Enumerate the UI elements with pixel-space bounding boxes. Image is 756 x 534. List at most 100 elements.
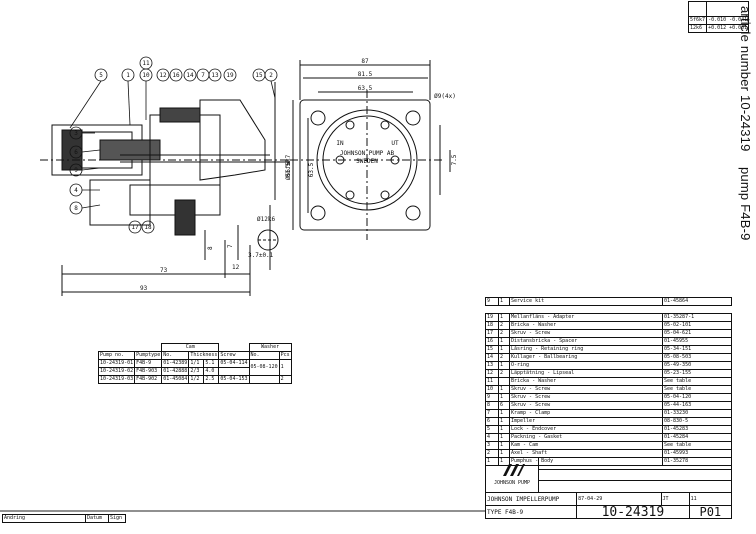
part-no: 17 xyxy=(485,329,499,338)
part-qty: 2 xyxy=(498,321,510,330)
balloon-label: 1 xyxy=(126,72,130,79)
date: 87-04-29 xyxy=(576,492,662,506)
side-title: article number 10-24319 pump F4B-9 xyxy=(733,6,753,306)
part-no: 9 xyxy=(485,393,499,402)
part-no: 19 xyxy=(485,313,499,322)
dim-ref: 12 xyxy=(232,264,240,271)
part-qty: 1 xyxy=(498,361,510,370)
part-no: 4 xyxy=(485,433,499,442)
title-line-1: JOHNSON IMPELLERPUMP xyxy=(484,492,578,506)
dim-63-5: 63.5 xyxy=(358,85,373,92)
service-kit-table: 9 1 Service kit 01-45864 xyxy=(485,297,732,306)
balloon-label: 2 xyxy=(269,72,273,79)
change-col: Ändring xyxy=(2,514,86,523)
part-qty: 1 xyxy=(498,425,510,434)
col-washer-no: No. xyxy=(248,351,280,360)
part-no: 8 xyxy=(485,401,499,410)
part-no: 18 xyxy=(485,321,499,330)
pump-type: pump F4B-9 xyxy=(738,166,753,241)
part-name: Skruv - Screw xyxy=(509,393,663,402)
dim-8: 8 xyxy=(207,246,214,250)
cam-header: Cam xyxy=(161,343,220,352)
part-part: 05-04-120 xyxy=(662,393,732,402)
part-name: Läpptätning - Lipseal xyxy=(509,369,663,378)
kit-no: 9 xyxy=(485,297,499,306)
part-part: 01-45283 xyxy=(662,425,732,434)
balloon-label: 12 xyxy=(159,72,167,79)
part-no: 10 xyxy=(485,385,499,394)
tol-fit: 12k6 xyxy=(687,24,708,33)
part-qty xyxy=(498,377,510,386)
part-part: 01-45284 xyxy=(662,433,732,442)
col-cam-no: No. xyxy=(161,351,190,360)
balloon-label: 19 xyxy=(226,72,234,79)
balloon-label: 4 xyxy=(74,187,78,194)
washer-header: Washer xyxy=(248,343,292,352)
pump-cam-table: Cam Washer Pump no. Pumptype No. Thickne… xyxy=(97,343,292,384)
date-col: Datum xyxy=(85,514,109,523)
part-qty: 1 xyxy=(498,417,510,426)
callout-balloons xyxy=(69,56,278,234)
part-no: 7 xyxy=(485,409,499,418)
part-part: See table xyxy=(662,385,732,394)
part-no: 3 xyxy=(485,441,499,450)
part-qty: 1 xyxy=(498,441,510,450)
part-name: Mellanfläns - Adapter xyxy=(509,313,663,322)
part-no: 11 xyxy=(485,377,499,386)
part-qty: 2 xyxy=(498,369,510,378)
johnson-logo-icon xyxy=(503,464,525,476)
part-qty: 1 xyxy=(498,433,510,442)
balloon-label: 13 xyxy=(211,72,219,79)
part-part: 01-35287-1 xyxy=(662,313,732,322)
col-pump-type: Pumptype xyxy=(134,351,163,360)
nameplate-ut: UT xyxy=(391,140,399,147)
drawing-number: 10-24319 xyxy=(576,505,690,519)
part-part: 05-49-350 xyxy=(662,361,732,370)
balloon-label: 18 xyxy=(144,224,152,231)
part-qty: 1 xyxy=(498,409,510,418)
part-name: Skruv - Screw xyxy=(509,401,663,410)
balloon-label: 7 xyxy=(201,72,205,79)
dim-7: 7 xyxy=(227,244,234,248)
col-pcs: Pcs xyxy=(278,351,292,360)
part-part: See table xyxy=(662,441,732,450)
balloon-label: 15 xyxy=(255,72,263,79)
sheet: 11 xyxy=(688,492,733,506)
part-name: Bricka - Washer xyxy=(509,377,663,386)
balloon-label: 17 xyxy=(131,224,139,231)
balloon-label: 9 xyxy=(74,167,78,174)
part-no: 16 xyxy=(485,337,499,346)
tol-values: +0.012 +0.001 xyxy=(706,24,750,33)
part-name: Distansbricka - Spacer xyxy=(509,337,663,346)
part-name: Lock - Endcover xyxy=(509,425,663,434)
balloon-label: 5 xyxy=(99,72,103,79)
part-name: Kramp - Clamp xyxy=(509,409,663,418)
dim-73: 73 xyxy=(160,267,168,274)
part-name: Kullager - Ballbearing xyxy=(509,353,663,362)
part-name: Skruv - Screw xyxy=(509,385,663,394)
change-table: Ändring Datum Sign xyxy=(2,514,126,523)
dim-hole: Ø9(4x) xyxy=(434,93,456,100)
front-view-labels: 87 81.5 63.5 Ø9(4x) 63.5 81.5 7.5 IN JOH… xyxy=(285,58,458,177)
nameplate-country: SWEDEN xyxy=(356,158,378,165)
part-no: 13 xyxy=(485,361,499,370)
article-number: article number 10-24319 xyxy=(738,6,753,152)
part-part: 08-830-5 xyxy=(662,417,732,426)
title-block: JOHNSON PUMP JOHNSON IMPELLERPUMP 87-04-… xyxy=(484,457,733,519)
section-dimensions: Ø12k6 Ø56f6k7 8 7 3.7±0.1 73 93 12 xyxy=(140,154,292,292)
part-qty: 1 xyxy=(498,385,510,394)
dim-bore: Ø56f6k7 xyxy=(285,154,292,180)
